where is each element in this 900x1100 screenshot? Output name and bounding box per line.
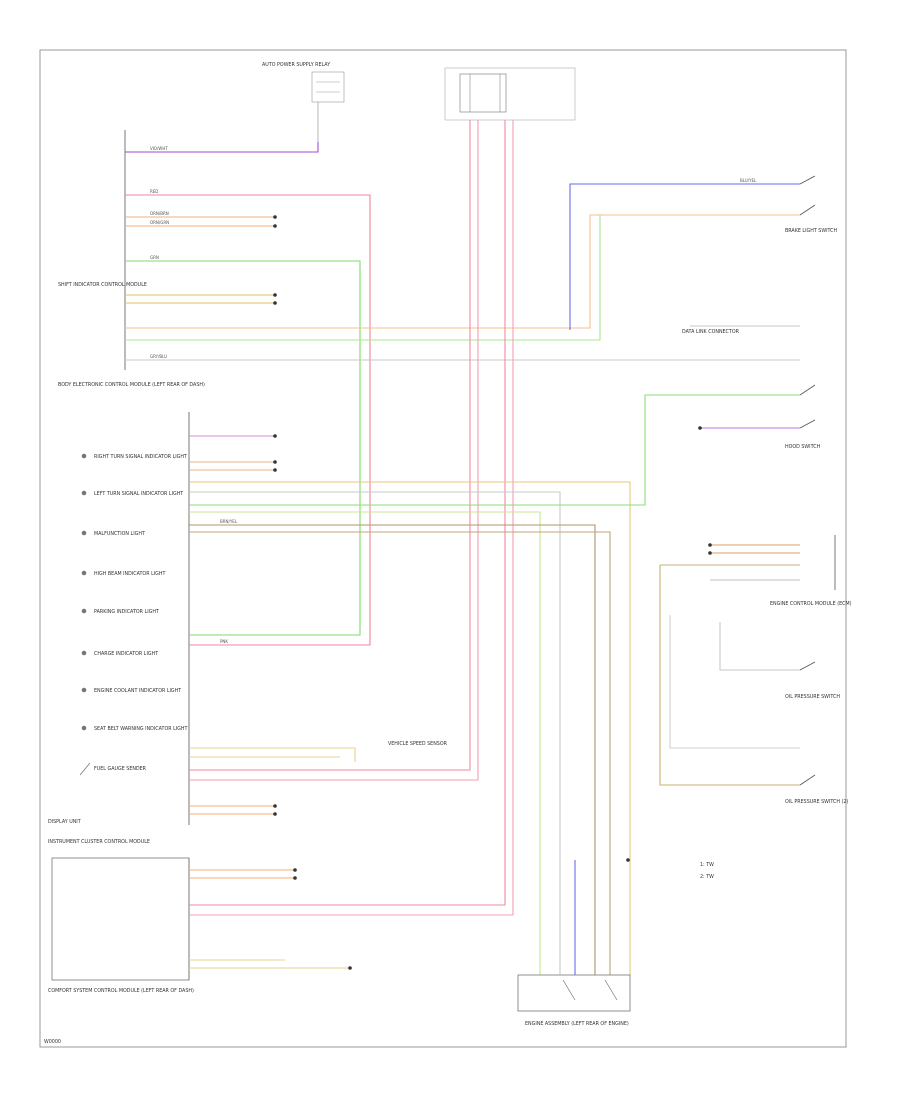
svg-text:HIGH BEAM INDICATOR LIGHT: HIGH BEAM INDICATOR LIGHT (94, 571, 165, 577)
wire-labels: VIO/WHT RED ORN/BRN ORN/GRN GRN BLU/YEL … (150, 146, 757, 644)
indicator-malfunction: MALFUNCTION LIGHT (81, 530, 145, 537)
wire-comfort-gray-3 (719, 622, 800, 671)
oil-pressure-switch-2: OIL PRESSURE SWITCH (2) (785, 774, 848, 805)
svg-text:HOOD SWITCH: HOOD SWITCH (785, 444, 821, 450)
wire-cluster-gray (189, 491, 561, 975)
data-link-connector: DATA LINK CONNECTOR (682, 329, 740, 335)
vehicle-speed-sensor: VEHICLE SPEED SENSOR (388, 741, 448, 747)
engine-control-module: ENGINE CONTROL MODULE (ECM) (770, 535, 852, 607)
svg-text:VEHICLE SPEED SENSOR: VEHICLE SPEED SENSOR (388, 741, 448, 747)
display-unit-label: DISPLAY UNIT (48, 819, 81, 825)
fuse-box (444, 67, 576, 121)
wire-green-main (125, 260, 361, 636)
svg-text:OIL PRESSURE SWITCH (2): OIL PRESSURE SWITCH (2) (785, 799, 848, 805)
wire-cluster-yellow (189, 481, 631, 975)
upper-module-label: SHIFT INDICATOR CONTROL MODULE (58, 282, 147, 288)
instrument-cluster-label: INSTRUMENT CLUSTER CONTROL MODULE (48, 839, 150, 845)
wires (125, 120, 800, 975)
wire-cluster-green (189, 394, 800, 506)
svg-text:BRN/YEL: BRN/YEL (220, 519, 238, 524)
svg-text:1: TW: 1: TW (700, 862, 714, 868)
svg-text:CHARGE INDICATOR LIGHT: CHARGE INDICATOR LIGHT (94, 651, 158, 657)
wire-blue (569, 183, 800, 330)
svg-text:GRY/BLU: GRY/BLU (150, 354, 167, 359)
svg-text:VIO/WHT: VIO/WHT (150, 146, 168, 151)
connector-dots (273, 215, 712, 970)
cluster-connector-stack: DISPLAY UNIT INSTRUMENT CLUSTER CONTROL … (48, 412, 190, 845)
svg-text:ORN/GRN: ORN/GRN (150, 220, 169, 225)
indicator-seat-belt: SEAT BELT WARNING INDICATOR LIGHT (81, 725, 188, 732)
wire-cluster-brown-1 (189, 524, 596, 975)
svg-text:LEFT TURN SIGNAL INDICATOR LIG: LEFT TURN SIGNAL INDICATOR LIGHT (94, 491, 183, 497)
indicator-right-turn: RIGHT TURN SIGNAL INDICATOR LIGHT (81, 453, 187, 460)
wire-red-fuse-2 (189, 120, 479, 781)
engine-assembly: ENGINE ASSEMBLY (LEFT REAR OF ENGINE) (517, 974, 631, 1027)
svg-text:SEAT BELT WARNING INDICATOR LI: SEAT BELT WARNING INDICATOR LIGHT (94, 726, 188, 732)
legend: 1: TW 2: TW (700, 862, 714, 880)
oil-pressure-switch: OIL PRESSURE SWITCH (785, 661, 840, 700)
svg-text:ORN/BRN: ORN/BRN (150, 211, 169, 216)
brake-light-switch: BRAKE LIGHT SWITCH (785, 175, 837, 234)
svg-text:MALFUNCTION LIGHT: MALFUNCTION LIGHT (94, 531, 145, 537)
svg-text:RED: RED (150, 189, 158, 194)
indicator-list: RIGHT TURN SIGNAL INDICATOR LIGHT LEFT T… (79, 453, 188, 776)
svg-text:ENGINE CONTROL MODULE (ECM): ENGINE CONTROL MODULE (ECM) (770, 601, 852, 607)
wire-lower-yellow-1 (189, 747, 356, 762)
svg-text:PNK: PNK (220, 639, 228, 644)
svg-text:BRAKE LIGHT SWITCH: BRAKE LIGHT SWITCH (785, 228, 837, 234)
svg-text:GRN: GRN (150, 255, 159, 260)
indicator-coolant: ENGINE COOLANT INDICATOR LIGHT (81, 687, 181, 694)
wire-red-fuse-3 (189, 120, 506, 906)
wire-red-fuse-4 (189, 120, 514, 916)
svg-text:OIL PRESSURE SWITCH: OIL PRESSURE SWITCH (785, 694, 840, 700)
indicator-left-turn: LEFT TURN SIGNAL INDICATOR LIGHT (81, 490, 183, 497)
auto-power-supply-relay: AUTO POWER SUPPLY RELAY (262, 62, 345, 150)
wire-orange-long (125, 214, 800, 329)
auto-power-supply-label: AUTO POWER SUPPLY RELAY (262, 62, 330, 68)
wire-comfort-olive (659, 565, 800, 786)
svg-text:RIGHT TURN SIGNAL INDICATOR LI: RIGHT TURN SIGNAL INDICATOR LIGHT (94, 454, 187, 460)
wire-red-loop (125, 194, 371, 646)
wire-comfort-gray-2 (669, 615, 800, 749)
indicator-charge: CHARGE INDICATOR LIGHT (81, 650, 158, 657)
svg-text:FUEL GAUGE SENDER: FUEL GAUGE SENDER (94, 766, 147, 772)
svg-text:ENGINE COOLANT INDICATOR LIGHT: ENGINE COOLANT INDICATOR LIGHT (94, 688, 181, 694)
hood-switch: HOOD SWITCH (785, 384, 821, 450)
indicator-high-beam: HIGH BEAM INDICATOR LIGHT (81, 570, 165, 577)
svg-text:DATA LINK CONNECTOR: DATA LINK CONNECTOR (682, 329, 740, 335)
indicator-fuel-gauge: FUEL GAUGE SENDER (79, 762, 147, 776)
indicator-parking: PARKING INDICATOR LIGHT (81, 608, 159, 615)
diagram-frame (39, 49, 847, 1048)
wire-cluster-lightgreen (189, 511, 541, 975)
wire-violet-top (125, 142, 319, 153)
svg-text:ENGINE ASSEMBLY (LEFT REAR OF: ENGINE ASSEMBLY (LEFT REAR OF ENGINE) (525, 1021, 629, 1027)
wire-green-right (125, 215, 601, 341)
display-unit-box: COMFORT SYSTEM CONTROL MODULE (LEFT REAR… (48, 857, 194, 994)
body-module-label: BODY ELECTRONIC CONTROL MODULE (LEFT REA… (58, 382, 205, 388)
wire-cluster-brown-2 (189, 531, 611, 975)
wire-red-fuse-1 (189, 120, 471, 771)
upper-connector-stack: SHIFT INDICATOR CONTROL MODULE BODY ELEC… (58, 130, 205, 388)
svg-text:BLU/YEL: BLU/YEL (740, 178, 757, 183)
svg-text:2: TW: 2: TW (700, 874, 714, 880)
footer-code: W0000 (44, 1039, 61, 1045)
svg-text:PARKING INDICATOR LIGHT: PARKING INDICATOR LIGHT (94, 609, 159, 615)
comfort-module-label: COMFORT SYSTEM CONTROL MODULE (LEFT REAR… (48, 988, 194, 994)
